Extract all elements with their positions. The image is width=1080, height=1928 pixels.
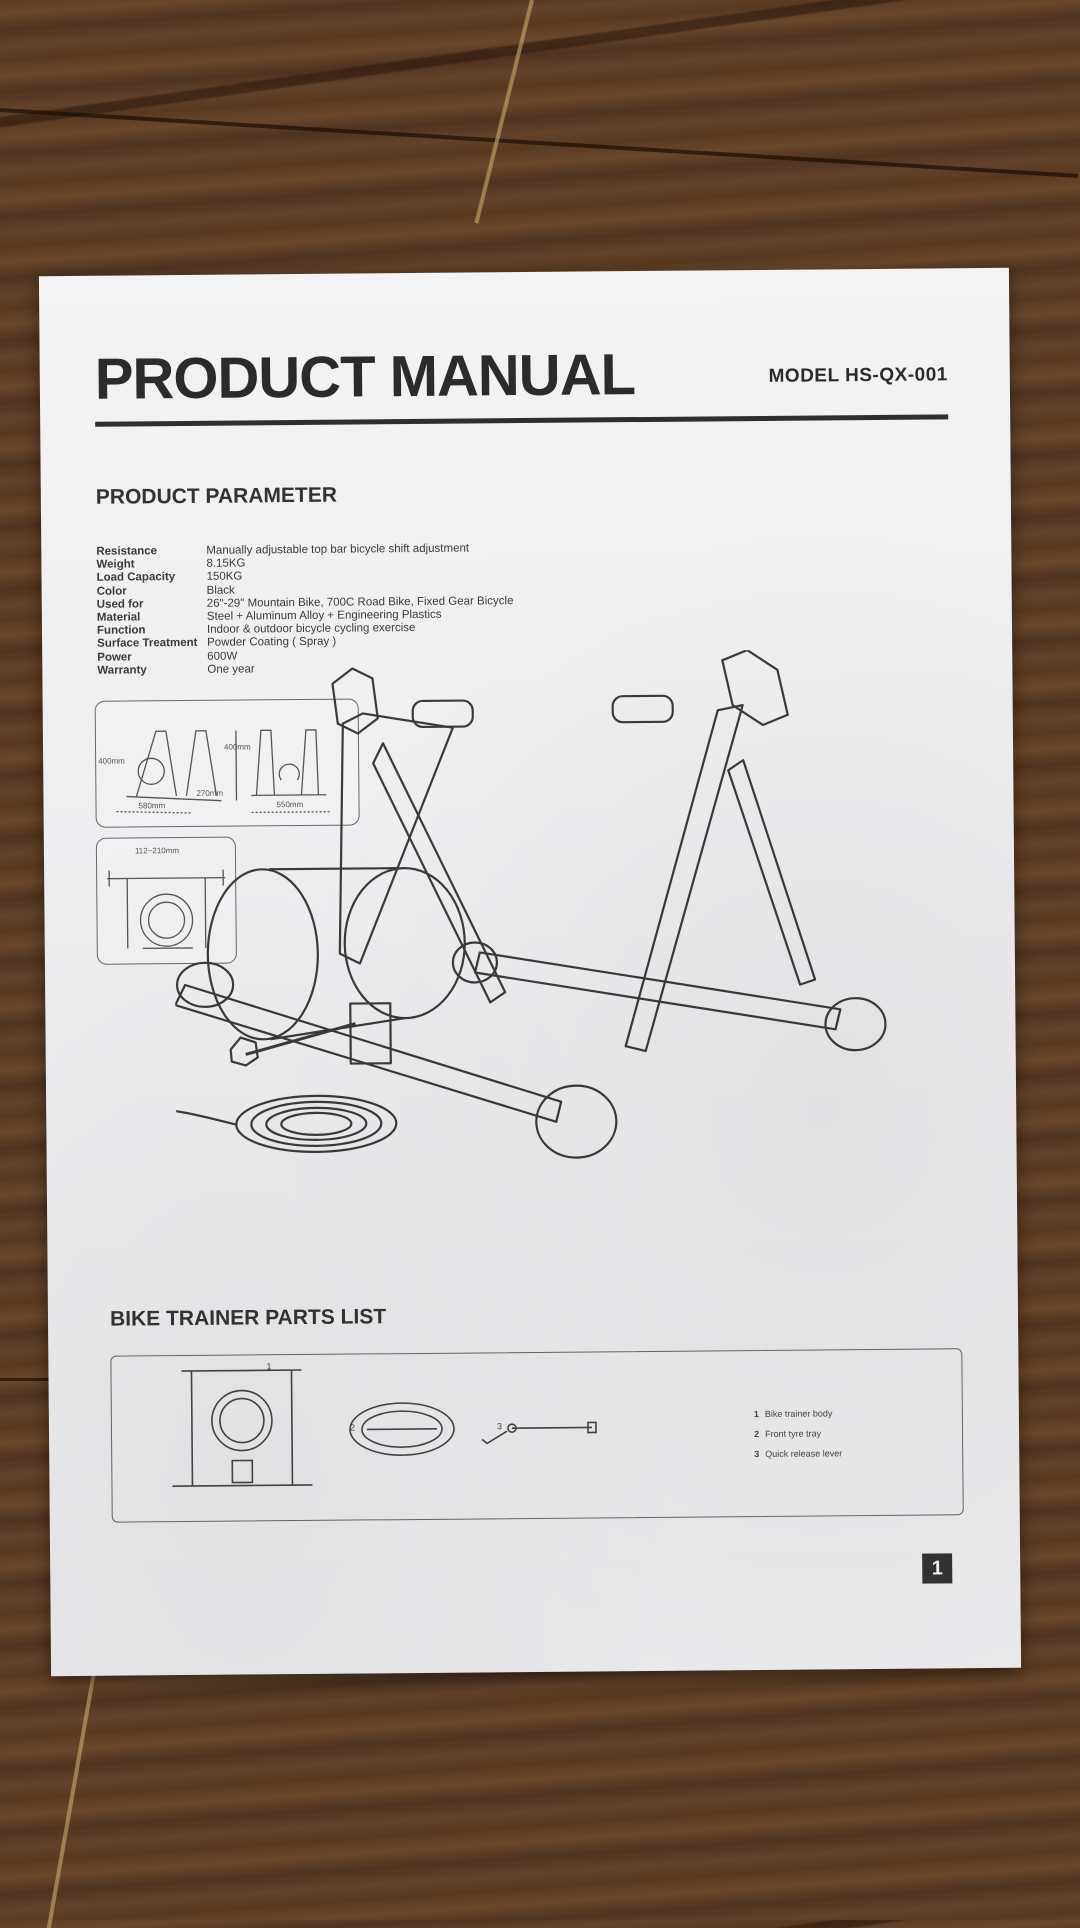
part-number-label: 3 (497, 1421, 502, 1431)
parts-item: 1 Bike trainer body (754, 1403, 842, 1424)
parts-item-num: 2 (754, 1429, 759, 1439)
param-value: 26"-29" Mountain Bike, 700C Road Bike, F… (207, 595, 514, 611)
manual-page: PRODUCT MANUAL MODEL HS-QX-001 PRODUCT P… (39, 268, 1021, 1676)
parts-legend: 1 Bike trainer body 2 Front tyre tray 3 Qui… (754, 1403, 843, 1464)
floor-gap (474, 0, 534, 224)
param-value: Black (207, 584, 235, 597)
floor-seam (0, 108, 1078, 178)
manual-title: PRODUCT MANUAL (95, 341, 636, 413)
model-number: MODEL HS-QX-001 (768, 364, 947, 388)
param-value: 8.15KG (206, 558, 245, 572)
parts-item-num: 3 (754, 1449, 759, 1459)
parts-drawing (111, 1351, 712, 1521)
part-number-label: 1 (266, 1361, 271, 1371)
parts-item: 2 Front tyre tray (754, 1423, 842, 1444)
parts-item-name: Quick release lever (765, 1448, 842, 1459)
parameter-heading: PRODUCT PARAMETER (96, 484, 337, 510)
title-rule (95, 414, 948, 426)
parts-item-name: Front tyre tray (765, 1428, 821, 1438)
param-label: Load Capacity (96, 571, 206, 585)
dim-range-label: 112~210mm (135, 846, 179, 855)
param-value: Manually adjustable top bar bicycle shif… (206, 543, 469, 558)
param-label: Function (97, 624, 207, 638)
param-value: 150KG (206, 571, 242, 585)
param-label: Color (97, 584, 207, 598)
param-label: Weight (96, 558, 206, 572)
parts-item-name: Bike trainer body (765, 1408, 833, 1419)
param-value: Powder Coating ( Spray ) (207, 636, 336, 650)
param-label: Surface Treatment (97, 637, 207, 651)
parts-item-num: 1 (754, 1409, 759, 1419)
page-number: 1 (922, 1553, 952, 1583)
part-number-label: 2 (350, 1423, 355, 1433)
dim-height-label: 400mm (98, 757, 125, 766)
floor-gap (47, 1672, 96, 1928)
param-value: Indoor & outdoor bicycle cycling exercis… (207, 622, 415, 637)
param-label: Used for (97, 598, 207, 612)
parts-heading: BIKE TRAINER PARTS LIST (110, 1305, 386, 1331)
param-label: Resistance (96, 545, 206, 559)
dim-width-label: 580mm (138, 801, 165, 810)
param-label: Material (97, 611, 207, 625)
parts-item: 3 Quick release lever (754, 1443, 842, 1464)
bike-trainer-illustration (172, 648, 977, 1255)
